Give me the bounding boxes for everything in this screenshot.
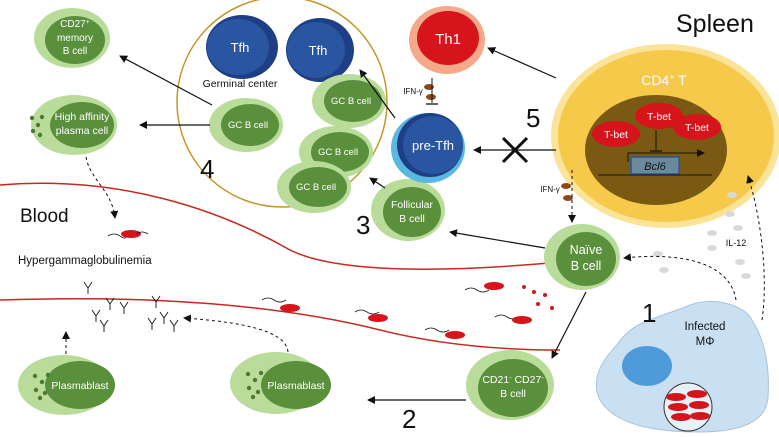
macrophage-nucleus — [622, 346, 672, 386]
cd21-cd27-b-cell: CD21- CD27- B cell — [466, 350, 554, 420]
cd27-memory-b-cell: CD27+ memory B cell — [34, 8, 110, 68]
block-cross — [501, 136, 529, 164]
blood-label: Blood — [20, 206, 69, 227]
high-affinity-label-2: plasma cell — [56, 125, 109, 137]
infected-macrophage: Infected MΦ — [595, 301, 769, 433]
il12-label: IL-12 — [726, 238, 747, 248]
germinal-center-label: Germinal center — [203, 78, 278, 90]
gc-b-label-2: GC B cell — [228, 120, 268, 131]
tbet-label-3: T-bet — [685, 122, 709, 134]
plasmablast-2: Plasmablast — [230, 352, 331, 414]
gc-b-label-1: GC B cell — [331, 96, 371, 107]
plasmablast-label-1: Plasmablast — [51, 380, 108, 392]
tfh-cell-1: Tfh — [206, 15, 278, 79]
bcl6-gene-box — [630, 156, 680, 175]
ifn-gamma-label-1: IFN-γ — [403, 87, 423, 96]
step-number-4: 4 — [200, 154, 214, 184]
cd21-label-1: CD21- CD27- — [482, 374, 544, 386]
arrow-follicular-to-gc — [369, 177, 386, 189]
th1-label: Th1 — [435, 31, 461, 48]
tbet-protein-3 — [673, 114, 721, 140]
tfh-cell-2: Tfh — [286, 18, 354, 82]
tbet-label-2: T-bet — [604, 129, 628, 141]
bcl6-arrow — [627, 149, 705, 162]
bcl6-label: Bcl6 — [644, 161, 666, 173]
gc-b-label-4: GC B cell — [296, 182, 336, 193]
step-number-5: 5 — [526, 103, 540, 133]
cd4-t-cell: CD4+ T T-bet T-bet T-bet Bcl6 — [551, 44, 779, 228]
tfh-label-2: Tfh — [309, 43, 328, 58]
blood-bacteria — [107, 230, 554, 339]
arrow-pretfh-to-tfh — [359, 69, 396, 119]
pre-tfh-cell: pre-Tfh — [391, 113, 465, 183]
gc-b-cell-2: GC B cell — [209, 98, 283, 152]
arrow-cd4-to-th1 — [487, 47, 557, 79]
germinal-center-circle — [176, 0, 388, 208]
vessel-wall-upper — [0, 182, 561, 270]
cd27-memory-label-2: memory — [57, 33, 93, 44]
pre-tfh-label: pre-Tfh — [412, 138, 454, 153]
tfh-label-1: Tfh — [231, 40, 250, 55]
naive-label-2: B cell — [571, 259, 602, 273]
naive-label-1: Naïve — [570, 243, 603, 257]
arrow-macrophage-to-naive-dashed — [623, 253, 737, 301]
cd27-memory-label-1: CD27+ — [60, 19, 90, 31]
ifn-gamma-dot — [426, 94, 436, 100]
arrow-macrophage-to-cd4-dashed — [746, 175, 765, 321]
tbet-protein-2 — [592, 121, 640, 147]
ifn-gamma-label-2: IFN-γ — [540, 185, 560, 194]
follicular-label-2: B cell — [399, 213, 425, 225]
gc-b-cell-1: GC B cell — [312, 74, 386, 128]
arrow-gc-to-memory — [119, 55, 213, 106]
high-affinity-label-1: High affinity — [55, 111, 110, 123]
ifn-gamma-dot — [561, 183, 571, 189]
spleen-title: Spleen — [676, 10, 754, 38]
step-number-1: 1 — [642, 298, 656, 328]
plasmablast-label-2: Plasmablast — [267, 380, 324, 392]
arrow-plasmablast2-to-antibodies-dashed — [183, 314, 289, 353]
tbet-label-1: T-bet — [647, 111, 671, 123]
follicular-b-cell: Follicular B cell — [371, 179, 445, 241]
cd4-t-label: CD4+ T — [641, 72, 687, 88]
arrow-naive-to-follicular — [449, 229, 546, 249]
step-number-2: 2 — [402, 404, 416, 434]
follicular-label-1: Follicular — [391, 199, 434, 211]
cd27-memory-label-3: B cell — [63, 46, 87, 57]
arrow-naive-to-cd21 — [551, 291, 587, 359]
th1-cell: Th1 — [409, 6, 485, 74]
antibodies — [83, 281, 179, 332]
gc-b-label-3: GC B cell — [318, 147, 358, 158]
cd21-label-2: B cell — [500, 388, 526, 400]
intracellular-bacteria — [666, 390, 710, 421]
ifn-gamma-dot — [563, 195, 573, 201]
plasmablast-1: Plasmablast — [18, 355, 115, 415]
infected-label-1: Infected — [685, 321, 726, 333]
tbet-protein-1 — [635, 103, 683, 129]
naive-b-cell: Naïve B cell — [544, 224, 620, 290]
vessel-wall-lower — [0, 297, 561, 351]
step-number-3: 3 — [356, 210, 370, 240]
hypergammaglobulinemia-label: Hypergammaglobulinemia — [18, 255, 152, 267]
infected-label-2: MΦ — [696, 336, 715, 348]
arrow-plasma-to-blood-dashed — [85, 156, 119, 219]
il12-particles — [653, 192, 751, 279]
gc-b-cell-4: GC B cell — [277, 161, 351, 213]
high-affinity-plasma-cell: High affinity plasma cell — [29, 95, 117, 155]
